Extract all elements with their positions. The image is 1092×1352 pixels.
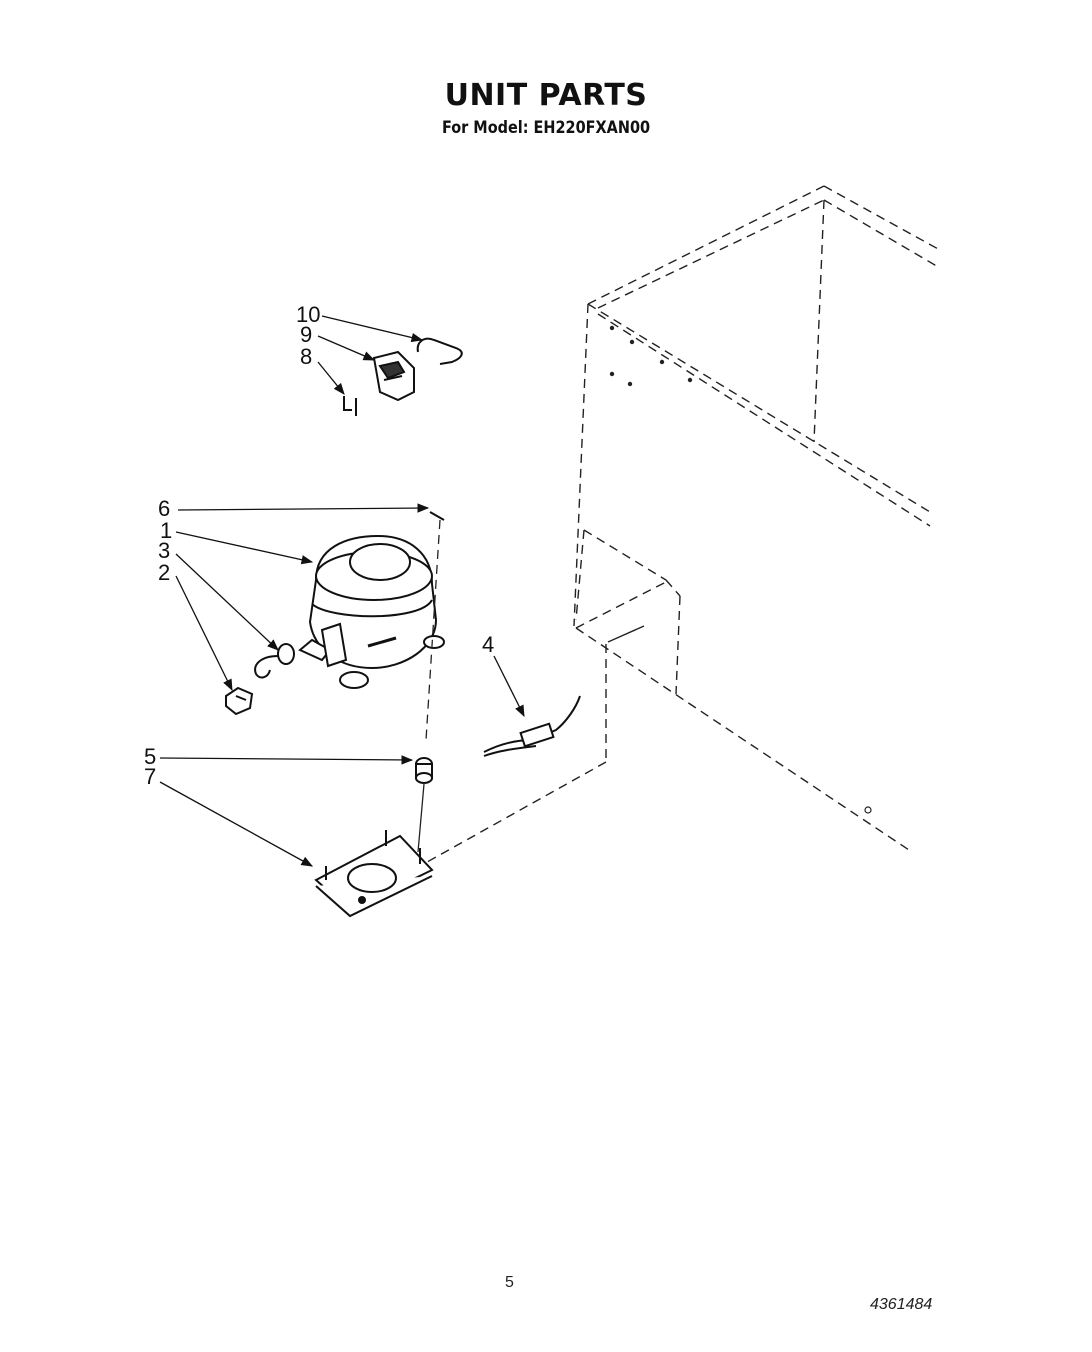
callout-10: 10	[296, 302, 424, 343]
callout-5: 5	[144, 744, 414, 769]
callout-label-8: 8	[300, 344, 312, 369]
callout-2: 2	[158, 560, 233, 692]
callout-6: 6	[158, 496, 430, 521]
callout-label-9: 9	[300, 322, 312, 347]
callout-label-1: 1	[160, 518, 172, 543]
callout-7: 7	[144, 764, 314, 867]
callout-label-3: 3	[158, 538, 170, 563]
callout-label-5: 5	[144, 744, 156, 769]
document-number: 4361484	[870, 1296, 933, 1313]
callout-8: 8	[300, 344, 345, 395]
grommet-leader-line	[417, 783, 425, 853]
compressor-part-1	[298, 534, 445, 689]
mounting-leader-line	[425, 519, 441, 741]
mounting-base-part-7	[314, 830, 434, 918]
cabinet-holes	[609, 325, 872, 814]
callout-4: 4	[482, 632, 525, 718]
overload-protector-part-3	[254, 643, 295, 679]
cabinet-edge-mark	[607, 625, 645, 643]
model-line: For Model: EH220FXAN00	[441, 118, 651, 138]
page-title: UNIT PARTS	[444, 78, 648, 113]
cabinet-outline	[419, 185, 941, 867]
page-number: 5	[505, 1274, 514, 1291]
callout-9: 9	[300, 322, 376, 361]
grommet-part-5	[415, 757, 433, 784]
callout-label-10: 10	[296, 302, 320, 327]
callout-label-4: 4	[482, 632, 494, 657]
callout-3: 3	[158, 538, 279, 651]
tube-part-4	[483, 695, 581, 757]
clip-part-6	[429, 511, 445, 521]
callout-label-2: 2	[158, 560, 170, 585]
relay-part-2	[225, 686, 254, 716]
clip-part-8	[343, 396, 357, 416]
callout-label-7: 7	[144, 764, 156, 789]
relay-cover-part-9	[372, 350, 415, 402]
callout-1: 1	[160, 518, 314, 565]
wire-clip-part-10	[416, 337, 463, 365]
callout-label-6: 6	[158, 496, 170, 521]
